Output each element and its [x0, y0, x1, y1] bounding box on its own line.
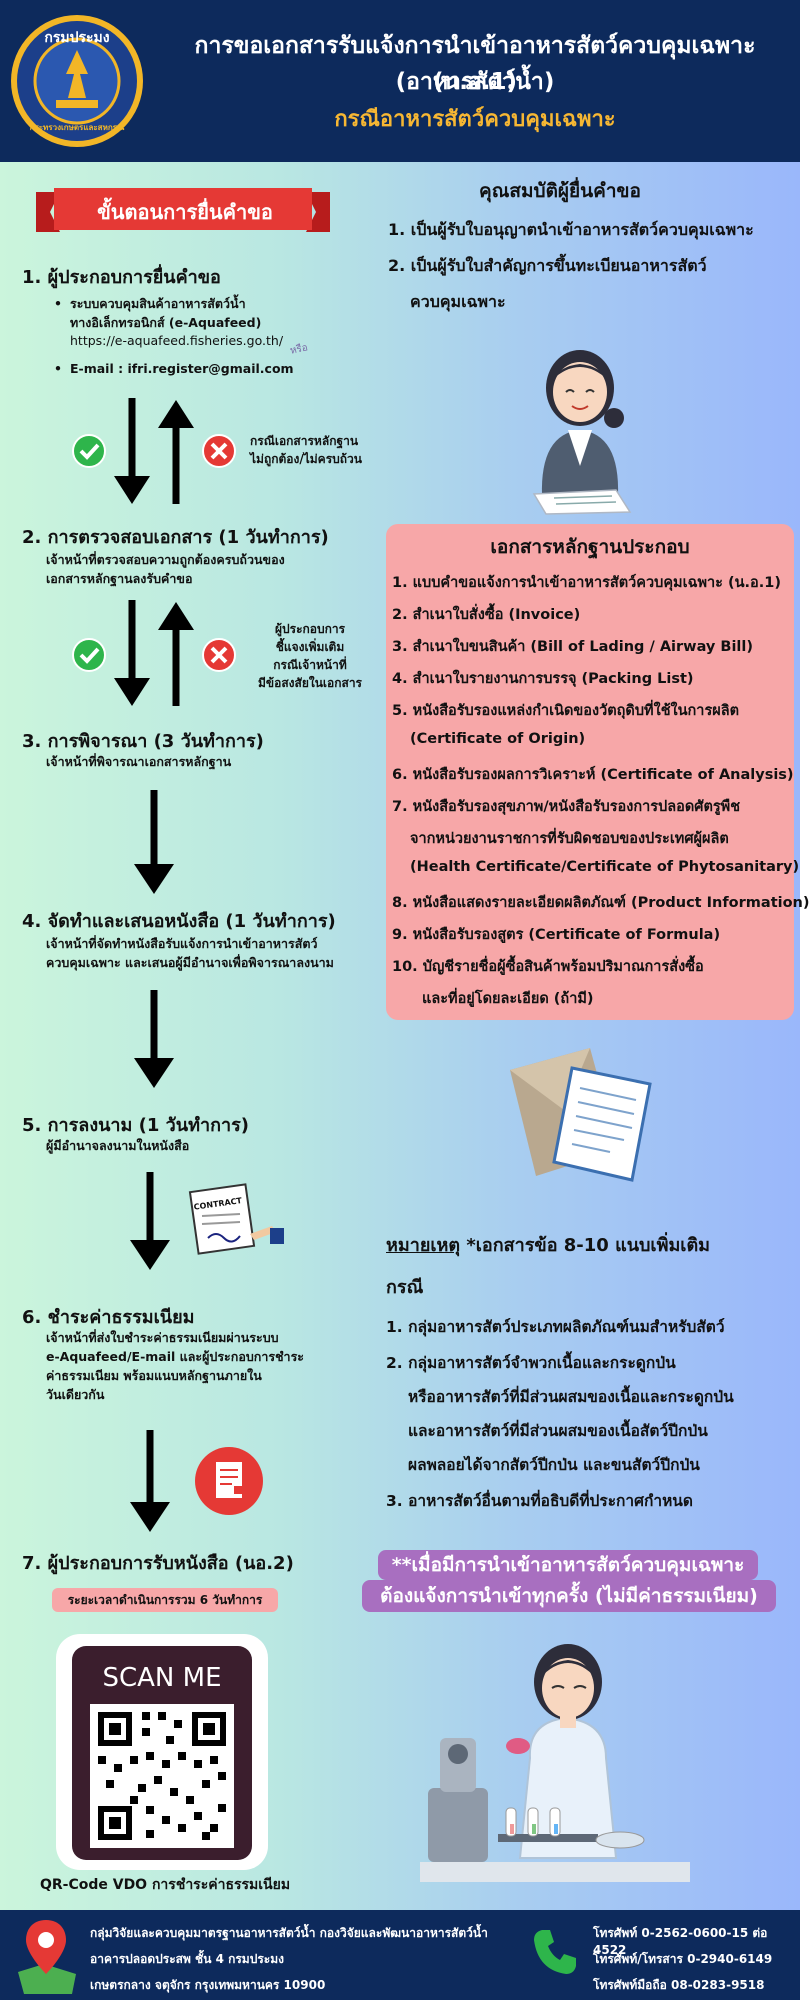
step-6-title: 6. ชำระค่าธรรมเนียม — [22, 1307, 195, 1328]
footer-contact: โทรศัพท์ 0-2562-0600-15 ต่อ 4522 — [593, 1926, 768, 1957]
documents-title: เอกสารหลักฐานประกอบ — [490, 536, 690, 558]
step-7-title: 7. ผู้ประกอบการรับหนังสือ (นอ.2) — [22, 1553, 294, 1574]
document-item: 1. แบบคำขอแจ้งการนำเข้าอาหารสัตว์ควบคุมเ… — [392, 575, 781, 591]
applicant-illustration — [532, 350, 632, 515]
step-4-desc: เจ้าหน้าที่จัดทำหนังสือรับแจ้งการนำเข้าอ… — [46, 936, 334, 970]
svg-text:กระทรวงเกษตรและสหกรณ์: กระทรวงเกษตรและสหกรณ์ — [30, 122, 125, 132]
flow-arrow-down — [134, 790, 174, 894]
notice-line1: **เมื่อมีการนำเข้าอาหารสัตว์ควบคุมเฉพาะ — [378, 1550, 758, 1580]
svg-text:กรมประมง: กรมประมง — [44, 30, 109, 46]
step-6-desc: เจ้าหน้าที่ส่งใบชำระค่าธรรมเนียมผ่านระบบ… — [46, 1330, 304, 1402]
page-title: การขอเอกสารรับแจ้งการนำเข้าอาหารสัตว์ควบ… — [194, 33, 756, 95]
receipt-icon — [195, 1447, 263, 1515]
footer-contact: โทรศัพท์/โทรสาร 0-2940-6149 — [593, 1952, 773, 1966]
document-item-cont: (Health Certificate/Certificate of Phyto… — [410, 859, 800, 875]
flow-arrow-down — [130, 1430, 170, 1532]
step-3-desc: เจ้าหน้าที่พิจารณาเอกสารหลักฐาน — [46, 754, 232, 769]
contract-signing-icon: CONTRACT — [188, 1183, 284, 1255]
total-time-badge: ระยะเวลาดำเนินการรวม 6 วันทำการ — [52, 1588, 278, 1612]
document-item: 2. สำเนาใบสั่งซื้อ (Invoice) — [392, 607, 581, 623]
flow-arrows-2 — [114, 600, 194, 706]
step-1-title: 1. ผู้ประกอบการยื่นคำขอ — [22, 267, 221, 288]
documents-illustration — [510, 1048, 652, 1182]
flow-arrow-down — [130, 1172, 170, 1270]
footer-address-line: อาคารปลอดประสพ ชั้น 4 กรมประมง — [90, 1952, 284, 1966]
step-2-title: 2. การตรวจสอบเอกสาร (1 วันทำการ) — [22, 527, 329, 548]
qr-code[interactable]: SCAN ME — [72, 1646, 252, 1860]
check-icon — [72, 638, 106, 672]
cross-icon — [202, 638, 236, 672]
phone-icon — [534, 1930, 576, 1974]
document-item-cont: (Certificate of Origin) — [410, 731, 586, 747]
lab-scientist-illustration — [420, 1644, 690, 1882]
step-1-url[interactable]: https://e-aquafeed.fisheries.go.th/ — [70, 333, 284, 348]
page-subtitle: กรณีอาหารสัตว์ควบคุมเฉพาะ — [334, 107, 616, 132]
step-1-bullet-system: ระบบควบคุมสินค้าอาหารสัตว์น้ำทางอิเล็กทร… — [54, 294, 261, 332]
remark-item: 3. อาหารสัตว์อื่นตามที่อธิบดีที่ประกาศกำ… — [386, 1492, 693, 1510]
document-item-cont: จากหน่วยงานราชการที่รับผิดชอบของประเทศผู… — [410, 831, 729, 847]
step-1-return-note: กรณีเอกสารหลักฐานไม่ถูกต้อง/ไม่ครบถ้วน — [250, 434, 362, 466]
document-item: 6. หนังสือรับรองผลการวิเคราะห์ (Certific… — [392, 767, 794, 783]
remark-item: 1. กลุ่มอาหารสัตว์ประเภทผลิตภัณฑ์นมสำหรั… — [386, 1318, 725, 1336]
qualification-item: 2. เป็นผู้รับใบสำคัญการขึ้นทะเบียนอาหารส… — [388, 256, 707, 275]
footer-contact: โทรศัพท์มือถือ 08-0283-9518 — [593, 1978, 765, 1992]
step-3-title: 3. การพิจารณา (3 วันทำการ) — [22, 731, 264, 752]
document-item: 3. สำเนาใบขนสินค้า (Bill of Lading / Air… — [392, 639, 753, 655]
footer-address-line: เกษตรกลาง จตุจักร กรุงเทพมหานคร 10900 — [90, 1978, 326, 1992]
document-item: 10. บัญชีรายชื่อผู้ซื้อสินค้าพร้อมปริมาณ… — [392, 959, 704, 975]
step-1-email: E-mail : ifri.register@gmail.com — [54, 359, 294, 378]
check-icon — [72, 434, 106, 468]
document-item: 4. สำเนาใบรายงานการบรรจุ (Packing List) — [392, 671, 694, 687]
svg-text:SCAN ME: SCAN ME — [102, 1663, 221, 1693]
step-2-return-note: ผู้ประกอบการชี้แจงเพิ่มเติม กรณีเจ้าหน้า… — [258, 622, 363, 690]
step-2-desc: เจ้าหน้าที่ตรวจสอบความถูกต้องครบถ้วนของเ… — [46, 552, 285, 586]
department-logo: กรมประมง กระทรวงเกษตรและสหกรณ์ — [11, 15, 143, 147]
cross-icon — [202, 434, 236, 468]
remark-heading: หมายเหตุ *เอกสารข้อ 8-10 แนบเพิ่มเติม — [386, 1235, 711, 1256]
document-item: 5. หนังสือรับรองแหล่งกำเนิดของวัตถุดิบที… — [392, 703, 740, 719]
remark-item-cont: ผลพลอยได้จากสัตว์ปีกป่น และขนสัตว์ปีกป่น — [408, 1456, 700, 1474]
steps-banner-ribbon — [36, 188, 330, 232]
flow-arrows-1 — [114, 398, 194, 504]
header: กรมประมง กระทรวงเกษตรและสหกรณ์ การขอเอกส… — [0, 0, 800, 162]
step-5-title: 5. การลงนาม (1 วันทำการ) — [22, 1115, 249, 1136]
remark-item-cont: และอาหารสัตว์ที่มีส่วนผสมของเนื้อสัตว์ปี… — [408, 1422, 708, 1440]
notice-line2: ต้องแจ้งการนำเข้าทุกครั้ง (ไม่มีค่าธรรมเ… — [362, 1580, 776, 1612]
footer-address-line: กลุ่มวิจัยและควบคุมมาตรฐานอาหารสัตว์น้ำ … — [90, 1926, 488, 1940]
qr-caption: QR-Code VDO การชำระค่าธรรมเนียม — [39, 1877, 291, 1893]
qualifications-title: คุณสมบัติผู้ยื่นคำขอ — [479, 180, 641, 202]
page-title-line2: (อาหารสัตว์น้ำ) — [395, 69, 555, 95]
document-item: 7. หนังสือรับรองสุขภาพ/หนังสือรับรองการป… — [392, 799, 741, 815]
flow-arrow-down — [134, 990, 174, 1088]
documents-panel — [386, 524, 794, 1020]
document-item: 8. หนังสือแสดงรายละเอียดผลิตภัณฑ์ (Produ… — [392, 895, 810, 911]
qualification-item-cont: ควบคุมเฉพาะ — [410, 292, 506, 311]
document-item: 9. หนังสือรับรองสูตร (Certificate of For… — [392, 927, 721, 943]
footer: กลุ่มวิจัยและควบคุมมาตรฐานอาหารสัตว์น้ำ … — [0, 1910, 800, 2000]
step-4-title: 4. จัดทำและเสนอหนังสือ (1 วันทำการ) — [22, 911, 336, 932]
qr-card[interactable]: SCAN ME — [56, 1634, 268, 1870]
step-5-desc: ผู้มีอำนาจลงนามในหนังสือ — [46, 1138, 190, 1153]
qualification-item: 1. เป็นผู้รับใบอนุญาตนำเข้าอาหารสัตว์ควบ… — [388, 220, 754, 239]
remark-heading-cont: กรณี — [386, 1277, 424, 1298]
location-pin-icon — [18, 1920, 76, 1994]
steps-banner: ขั้นตอนการยื่นคำขอ — [97, 200, 273, 224]
remark-item-cont: หรืออาหารสัตว์ที่มีส่วนผสมของเนื้อและกระ… — [408, 1388, 734, 1406]
document-item-cont: และที่อยู่โดยละเอียด (ถ้ามี) — [422, 991, 594, 1007]
remark-item: 2. กลุ่มอาหารสัตว์จำพวกเนื้อและกระดูกป่น — [386, 1354, 676, 1372]
